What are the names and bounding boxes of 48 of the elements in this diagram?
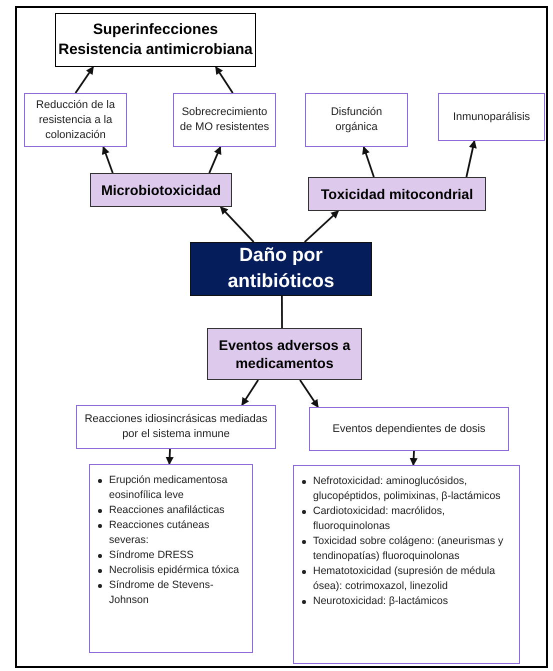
process-box	[76, 405, 276, 449]
arrow	[362, 146, 375, 178]
list-item: Reacciones anafilácticas	[109, 503, 225, 518]
arrow	[304, 210, 339, 243]
box-text: Daño por antibióticos	[226, 244, 336, 294]
arrow	[74, 66, 94, 94]
arrow	[208, 146, 222, 174]
category-box	[90, 173, 232, 207]
arrow	[102, 146, 114, 174]
arrow	[410, 450, 418, 466]
box-text: Eventos adversos a medicamentos	[218, 336, 352, 372]
list-item: Síndrome de Stevens-Johnson	[109, 578, 214, 608]
process-box	[438, 93, 545, 141]
arrow	[466, 140, 477, 178]
arrow	[299, 380, 319, 408]
box-text: Superinfecciones	[92, 20, 218, 40]
list-item: Necrolisis epidérmica tóxica	[109, 563, 240, 578]
process-box	[305, 93, 408, 147]
list-item: Erupción medicamentosa eosinofílica leve	[109, 473, 228, 503]
box-text: Microbiotoxicidad	[101, 181, 221, 199]
process-box	[173, 93, 276, 147]
list-box	[293, 465, 520, 664]
arrow	[220, 206, 254, 243]
list-item: Hematotoxicidad (supresión de médula ósea): cotrimoxazol, linezolid	[313, 564, 496, 594]
central-box	[190, 242, 372, 296]
process-box	[55, 13, 256, 67]
category-box	[207, 328, 362, 380]
list-box	[89, 464, 253, 653]
box-text: Sobrecrecimiento de MO resistentes	[178, 105, 270, 135]
list-item: Cardiotoxicidad: macrólidos, fluoroquinolonas	[313, 504, 446, 534]
list-item: Reacciones cutáneas severas:	[109, 518, 210, 548]
process-box	[309, 407, 509, 451]
box-text: Inmunoparálisis	[452, 110, 530, 124]
arrow	[241, 380, 259, 406]
list-item: Síndrome DRESS	[109, 548, 194, 563]
box-text: Reacciones idiosincrásicas mediadas por el sistema inmune	[84, 412, 268, 442]
process-box	[24, 93, 127, 147]
box-text: Resistencia antimicrobiana	[58, 40, 253, 60]
box-text: Toxicidad mitocondrial	[320, 185, 474, 203]
box-text: Disfunción orgánica	[330, 105, 384, 135]
arrow	[215, 66, 234, 94]
arrow	[166, 448, 174, 465]
list-item: Neurotoxicidad: β-lactámicos	[313, 594, 448, 609]
list-item: Toxicidad sobre colágeno: (aneurismas y tendinopatías) fluoroquinolonas	[313, 534, 504, 564]
category-box	[308, 177, 486, 211]
list-item: Nefrotoxicidad: aminoglucósidos, glucopéptidos, polimixinas, β-lactámicos	[313, 474, 502, 504]
box-text: Eventos dependientes de dosis	[332, 422, 486, 436]
box-text: Reducción de la resistencia a la colonización	[35, 98, 116, 142]
